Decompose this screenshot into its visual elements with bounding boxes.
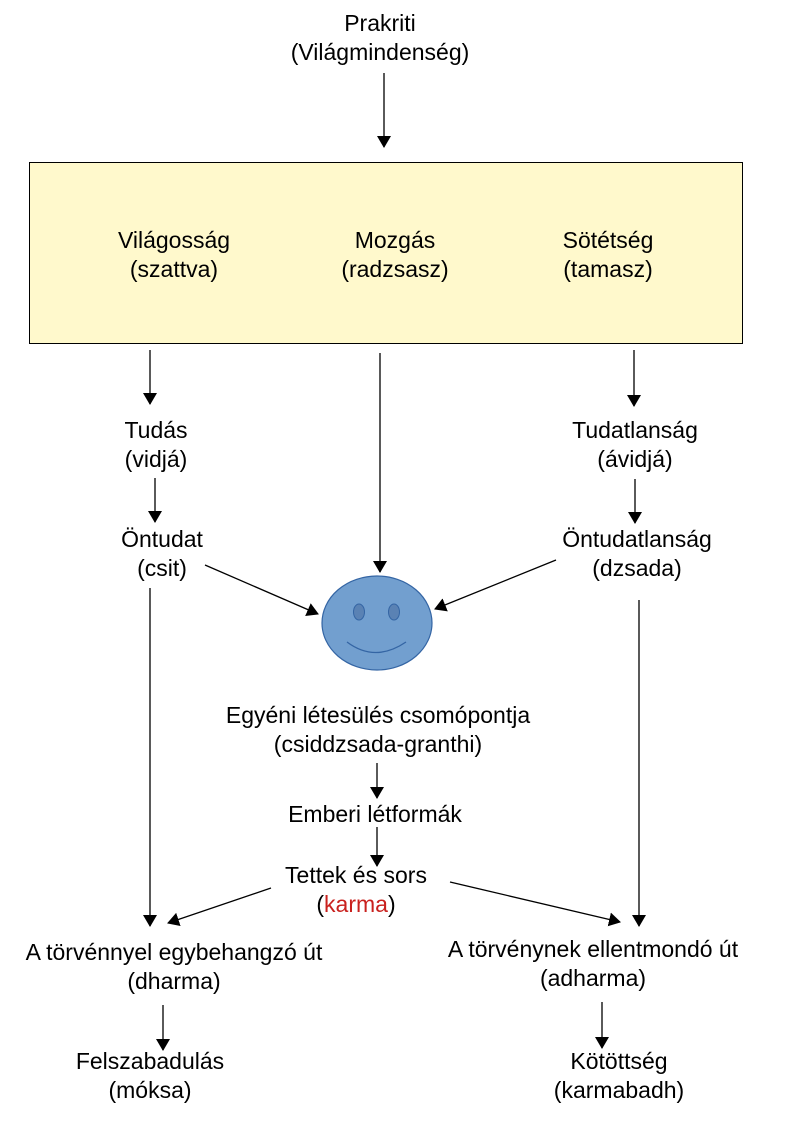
- node-name: Mozgás: [354, 227, 436, 253]
- node-term: (vidjá): [124, 446, 188, 472]
- node-term: (tamasz): [563, 256, 653, 282]
- node-term: (radzsasz): [341, 256, 449, 282]
- node-karma: Tettek és sors (karma): [285, 861, 427, 919]
- smiley-mouth: [346, 641, 407, 654]
- node-name: Egyéni létesülés csomópontja: [225, 702, 531, 728]
- paren-open: (: [316, 891, 325, 917]
- node-term: (dzsada): [592, 555, 682, 581]
- node-moksha: Felszabadulás (móksa): [76, 1047, 224, 1105]
- node-term: (karmabadh): [553, 1077, 685, 1103]
- node-bondage: Kötöttség (karmabadh): [554, 1047, 684, 1105]
- smiley-icon: [321, 575, 433, 671]
- node-term: (csiddzsada-granthi): [273, 731, 483, 757]
- node-term: (csit): [137, 555, 187, 581]
- arrow-karma-to-adharma: [449, 881, 621, 927]
- node-motion: Mozgás (radzsasz): [341, 226, 448, 284]
- node-name: Tudás: [124, 417, 188, 443]
- node-name: Prakriti: [344, 10, 416, 36]
- node-term: (dharma): [127, 968, 221, 994]
- node-unconsciousness: Öntudatlanság (dzsada): [562, 525, 712, 583]
- node-ignorance: Tudatlanság (ávidjá): [572, 416, 698, 474]
- node-darkness: Sötétség (tamasz): [563, 226, 654, 284]
- node-dharma: A törvénnyel egybehangzó út (dharma): [26, 938, 323, 996]
- arrow-karma-to-dharma: [167, 887, 272, 927]
- node-name: Kötöttség: [570, 1048, 668, 1074]
- node-name: Tudatlanság: [572, 417, 698, 443]
- node-name: A törvénnyel egybehangzó út: [25, 939, 323, 965]
- node-name: Öntudatlanság: [562, 526, 712, 552]
- node-name: A törvénynek ellentmondó út: [447, 936, 739, 962]
- smiley-right-eye: [388, 603, 400, 621]
- node-name: Emberi létformák: [288, 801, 462, 827]
- node-term: (móksa): [108, 1077, 192, 1103]
- node-consciousness: Öntudat (csit): [121, 525, 203, 583]
- node-term: (Világmindenség): [290, 39, 470, 65]
- node-name: Felszabadulás: [75, 1048, 225, 1074]
- karma-term-highlight: karma: [324, 891, 388, 917]
- node-term: (adharma): [539, 965, 647, 991]
- node-human-forms: Emberi létformák: [288, 800, 462, 829]
- node-name: Tettek és sors: [285, 862, 427, 888]
- node-term: (szattva): [129, 256, 219, 282]
- paren-close: ): [387, 891, 396, 917]
- node-name: Öntudat: [121, 526, 203, 552]
- gunas-box: [29, 162, 743, 344]
- smiley-face: [321, 575, 433, 671]
- node-prakriti: Prakriti (Világmindenség): [291, 9, 470, 67]
- node-light: Világosság (szattva): [118, 226, 230, 284]
- node-knowledge: Tudás (vidjá): [124, 416, 187, 474]
- arrow-consciousness-to-smiley: [204, 564, 319, 617]
- smiley-left-eye: [353, 603, 365, 621]
- node-adharma: A törvénynek ellentmondó út (adharma): [448, 935, 738, 993]
- node-term-wrapper: (karma): [285, 890, 427, 919]
- node-knot: Egyéni létesülés csomópontja (csiddzsada…: [226, 701, 530, 759]
- arrow-unconsciousness-to-smiley: [434, 559, 557, 612]
- node-name: Világosság: [117, 227, 231, 253]
- node-term: (ávidjá): [597, 446, 673, 472]
- node-name: Sötétség: [562, 227, 654, 253]
